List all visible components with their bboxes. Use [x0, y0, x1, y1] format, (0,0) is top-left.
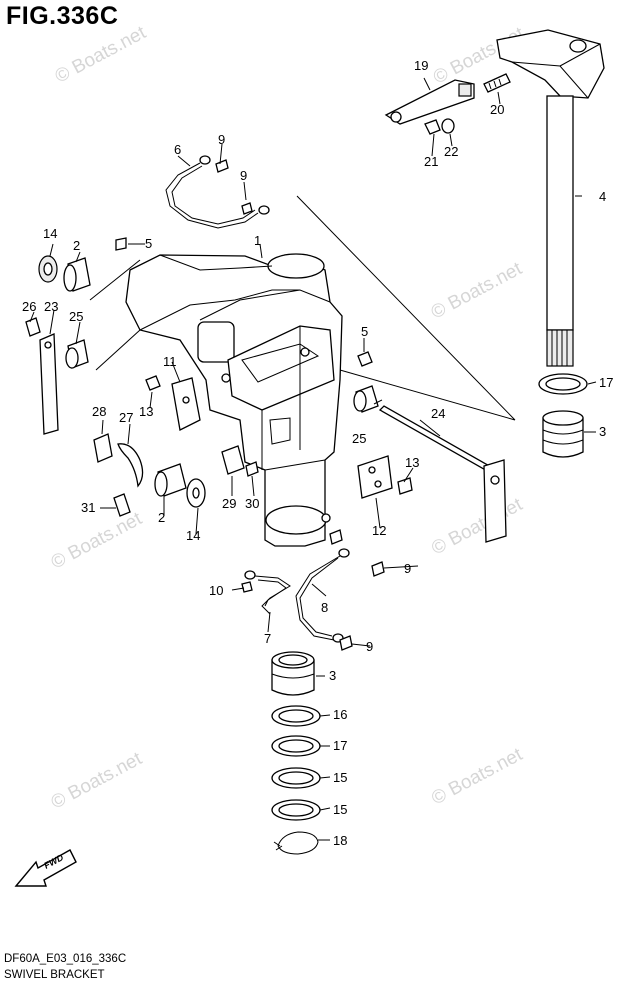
callout-13: 13 — [139, 404, 153, 419]
watermark: © Boats.net — [48, 508, 146, 574]
callout-9: 9 — [404, 561, 411, 576]
callout-28: 28 — [92, 404, 106, 419]
figure-code: DF60A_E03_016_336C — [4, 953, 127, 965]
callout-5: 5 — [361, 324, 368, 339]
callout-9: 9 — [366, 639, 373, 654]
figure-title: FIG.336C — [6, 2, 119, 30]
callout-4: 4 — [599, 189, 606, 204]
callout-11: 11 — [163, 354, 177, 369]
part-ground-wire-upper — [165, 155, 270, 229]
upper-bushing-parts — [538, 373, 588, 458]
callout-3: 3 — [599, 424, 606, 439]
callout-26: 26 — [22, 299, 36, 314]
callout-30: 30 — [245, 496, 259, 511]
callout-2: 2 — [158, 510, 165, 525]
callout-15: 15 — [333, 770, 347, 785]
watermark: © Boats.net — [428, 744, 526, 810]
callout-15: 15 — [333, 802, 347, 817]
callout-17: 17 — [599, 375, 613, 390]
watermark: © Boats.net — [428, 494, 526, 560]
assembly-guide-lines — [296, 195, 516, 421]
leader-lines — [29, 77, 597, 841]
callout-27: 27 — [119, 410, 133, 425]
callout-12: 12 — [372, 523, 386, 538]
callout-19: 19 — [414, 58, 428, 73]
callout-22: 22 — [444, 144, 458, 159]
callout-23: 23 — [44, 299, 58, 314]
part-stopper-plate — [384, 73, 511, 135]
watermark: © Boats.net — [428, 258, 526, 324]
callout-9: 9 — [218, 132, 225, 147]
lower-washer-stack — [271, 651, 321, 855]
callout-17: 17 — [333, 738, 347, 753]
callout-1: 1 — [254, 233, 261, 248]
callout-5: 5 — [145, 236, 152, 251]
callout-16: 16 — [333, 707, 347, 722]
callout-18: 18 — [333, 833, 347, 848]
callout-14: 14 — [43, 226, 57, 241]
callout-14: 14 — [186, 528, 200, 543]
lower-left-parts — [93, 375, 259, 517]
callout-8: 8 — [321, 600, 328, 615]
fwd-arrow: FWD — [14, 849, 77, 887]
watermark: © Boats.net — [52, 22, 150, 88]
callout-20: 20 — [490, 102, 504, 117]
part-ground-wires-lower — [241, 529, 385, 651]
callout-29: 29 — [222, 496, 236, 511]
right-side-parts — [353, 351, 507, 543]
callout-25: 25 — [69, 309, 83, 324]
part-swivel-bracket — [125, 253, 343, 547]
figure-name: SWIVEL BRACKET — [4, 969, 105, 981]
watermark: © Boats.net — [48, 748, 146, 814]
part-steering-shaft — [496, 29, 605, 367]
callout-9: 9 — [240, 168, 247, 183]
callout-2: 2 — [73, 238, 80, 253]
left-side-parts — [25, 237, 141, 435]
callout-24: 24 — [431, 406, 445, 421]
callout-31: 31 — [81, 500, 95, 515]
callout-7: 7 — [264, 631, 271, 646]
callout-6: 6 — [174, 142, 181, 157]
callout-numbers: 1 2 2 3 3 4 5 5 6 7 8 9 9 9 9 10 11 12 1… — [22, 58, 613, 848]
callout-13: 13 — [405, 455, 419, 470]
callout-3: 3 — [329, 668, 336, 683]
callout-25: 25 — [352, 431, 366, 446]
callout-10: 10 — [209, 583, 223, 598]
callout-21: 21 — [424, 154, 438, 169]
